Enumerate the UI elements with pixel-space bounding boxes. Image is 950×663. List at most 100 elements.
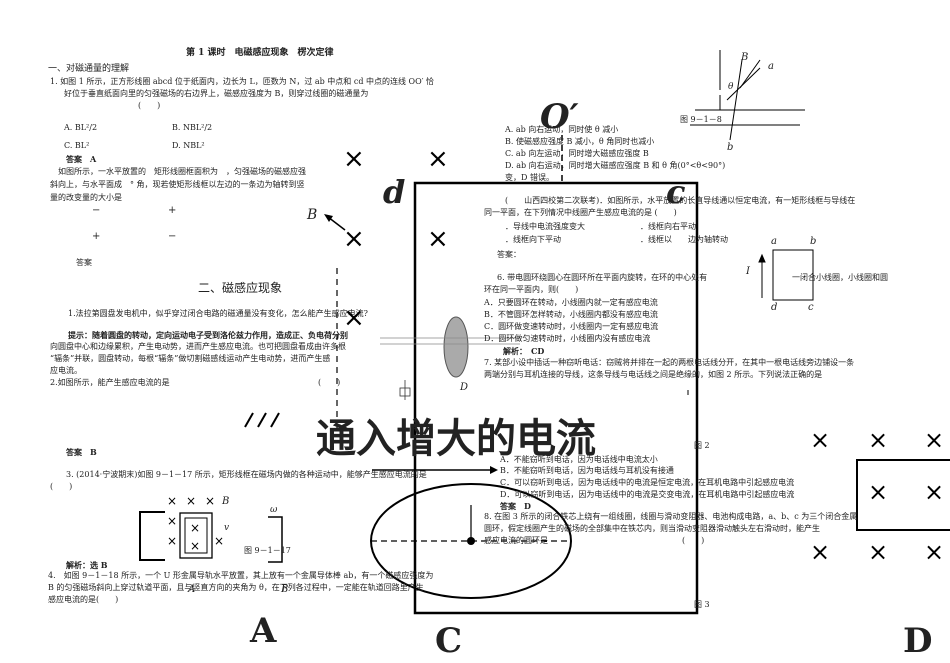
- rails-label-b-lower: b: [727, 142, 734, 153]
- q8-line2: 环在同一平面内，则( ): [484, 285, 579, 294]
- q8-side-text: 一闭合小线圈，小线圈和圆: [792, 273, 888, 282]
- wire-loop-figure: [758, 249, 814, 301]
- disc-generator: [443, 316, 469, 378]
- q2-minus-2: −: [168, 231, 177, 242]
- q1-option-c: C. BL²: [64, 141, 90, 150]
- q6-line3: 感应电流的是( ): [48, 595, 119, 604]
- q1-option-b: B. NBL²/2: [172, 123, 213, 132]
- b-arrowhead: [324, 214, 333, 222]
- q5-line1: 3. (2014·宁波期末)如图 9－1－17 所示，矩形线框在磁场内做的各种运…: [66, 470, 427, 479]
- hint-line4: 应电流。: [50, 366, 82, 375]
- q6-solution: 变，D 错误。: [505, 173, 554, 182]
- section1-heading: 一、对磁通量的理解: [48, 64, 130, 74]
- label-o-prime: O′: [540, 97, 579, 137]
- fig918-caption: 图 9－1－8: [680, 115, 722, 124]
- q8-option-b: B．不管圆环怎样转动，小线圈内都没有感应电流: [484, 310, 658, 319]
- loop-label-a: a: [771, 236, 777, 247]
- hint-line1: 提示：随着圆盘的转动，定向运动电子受到洛伦兹力作用，造成正、负电荷分别: [68, 330, 348, 340]
- cross-mark: ×: [343, 224, 365, 254]
- q7-option-b: ．线框向右平动: [640, 222, 696, 231]
- fig917-label-v: v: [224, 523, 230, 533]
- q1-answer: 答案 A: [66, 154, 97, 164]
- q7-option-d: ．线框以 边为轴转动: [640, 235, 728, 244]
- q2-minus-1: −: [92, 205, 101, 216]
- hint-line3: “辐条”并联，圆盘转动，每根“辐条”做切割磁感线运动产生电动势，进而产生感: [50, 354, 331, 363]
- ground-hatch: [244, 412, 280, 428]
- loop-label-b: b: [810, 236, 817, 247]
- cross-mark: ×: [214, 534, 225, 548]
- q1-option-a: A. BL²/2: [64, 123, 98, 132]
- section2-heading: 二、磁感应现象: [198, 281, 283, 295]
- disc-label-d: D: [460, 382, 469, 393]
- loop-label-d: d: [771, 302, 778, 313]
- fig917-label-a: A: [188, 584, 196, 595]
- hint-line2: 向圆盘中心和边缘累积，产生电动势，进而产生感应电流。也可把圆盘看成由许多根: [50, 342, 346, 351]
- banner-arrowhead: [490, 466, 498, 474]
- q8-option-a: A．只要圆环在转动，小线圈内就一定有感应电流: [484, 298, 658, 307]
- q1-option-d: D. NBL²: [172, 141, 205, 150]
- cross-mark: ×: [190, 539, 201, 553]
- q10-line3: 感应电流的圆环是: [484, 536, 548, 545]
- fig2-caption: 图 2: [694, 441, 710, 450]
- q9-line2: 两端分别与耳机连接的导线，这条导线与电话线之间是绝缘的，如图 2 所示。下列说法…: [484, 370, 823, 379]
- q8-option-c: C．圆环做变速转动时，小线圈内一定有感应电流: [484, 322, 659, 331]
- q7-line1: ( 山西四校第二次联考)．如图所示，水平放置的长直导线通以恒定电流，有一矩形线框…: [505, 196, 856, 205]
- q2-line3: 量的改变量的大小是: [50, 193, 122, 202]
- cross-mark: ×: [186, 494, 197, 508]
- q6-option-d: D. ab 向右运动，同时增大磁感应强度 B 和 θ 角(0°<θ<90°): [505, 161, 726, 170]
- q6-option-a: A. ab 向右运动，同时使 θ 减小: [505, 125, 619, 134]
- q2-plus-1: +: [168, 205, 177, 216]
- cross-mark: ×: [868, 478, 889, 506]
- q8-answer: 解析： CD: [503, 346, 545, 356]
- cross-mark: ×: [167, 494, 178, 508]
- cross-mark: ×: [427, 144, 449, 174]
- q1-line1: 1. 如图 1 所示，正方形线圈 abcd 位于纸面内，边长为 L，匝数为 N，…: [50, 77, 435, 86]
- cross-mark: ×: [427, 224, 449, 254]
- option-d-frame: [856, 459, 950, 531]
- q2-answer: 答案: [76, 258, 92, 267]
- cross-mark: ×: [343, 144, 365, 174]
- q4-text: 2.如图所示，能产生感应电流的是: [50, 378, 170, 387]
- q2-plus-2: +: [92, 231, 101, 242]
- q10-line1: 8. 在图 3 所示的闭合铁芯上绕有一组线圈，线圈与滑动变阻器、电池构成电路，a…: [484, 512, 858, 521]
- q9-answer: 答案 D: [500, 501, 531, 511]
- cross-mark: ×: [167, 514, 178, 528]
- cross-mark: ×: [868, 426, 889, 454]
- q9-option-c: C．可以窃听到电话，因为电话线中的电流是恒定电流，在耳机电路中引起感应电流: [500, 478, 795, 487]
- q4-paren: ( ): [318, 378, 341, 387]
- q9-option-a: A．不能窃听到电话，因为电话线中电流太小: [500, 455, 658, 464]
- q2-line2: 斜向上，与水平面成 ° 角，现若使矩形线框以左边的一条边为轴转到竖: [50, 180, 305, 189]
- q4-answer: 答案 B: [66, 447, 97, 457]
- q1-paren: ( ): [138, 101, 161, 110]
- rails-label-b: B: [741, 52, 749, 63]
- q6-line1: 4. 如图 9－1－18 所示，一个 U 形金属导轨水平放置，其上放有一个金属导…: [48, 571, 434, 580]
- fig917-label-omega: ω: [270, 505, 278, 515]
- q8-option-d: D．圆环做匀速转动时，小线圈内没有感应电流: [484, 334, 651, 343]
- fig917-label-b: B: [222, 496, 230, 507]
- option-label-a: A: [250, 611, 277, 651]
- disc-meter: [399, 387, 411, 397]
- fig917-label-b-bottom: B: [281, 584, 289, 595]
- q7-option-c: ．线框向下平动: [505, 235, 561, 244]
- fig917-caption: 图 9－1－17: [244, 546, 291, 555]
- cross-mark: ×: [167, 534, 178, 548]
- q9-option-d: D．可以窃听到电话，因为电话线中的电流是交变电流，在耳机电路中引起感应电流: [500, 490, 795, 499]
- rails-label-theta: θ: [728, 82, 734, 92]
- cross-mark: ×: [343, 303, 365, 333]
- cross-mark: ×: [924, 538, 945, 566]
- q7-answer: 答案：: [497, 250, 521, 259]
- cross-mark: ×: [205, 494, 216, 508]
- rails-figure: [690, 50, 805, 141]
- option-label-d: D: [903, 621, 933, 661]
- q1-line2: 好位于垂直纸面向里的匀强磁场的右边界上，磁感应强度为 B，则穿过线圈的磁通量为: [64, 89, 369, 98]
- cross-mark: ×: [810, 426, 831, 454]
- cross-mark: ×: [924, 426, 945, 454]
- cross-mark: ×: [810, 538, 831, 566]
- q7-option-a: ．导线中电流强度变大: [505, 222, 585, 231]
- label-d: d: [383, 173, 406, 211]
- q8-line1: 6. 带电圆环绕圆心在圆环所在平面内旋转，在环的中心处有: [497, 273, 708, 282]
- q7-line2: 同一平面，在下列情况中线圈产生感应电流的是 ( ): [484, 208, 677, 217]
- option-label-c: C: [435, 621, 463, 661]
- cross-mark: ×: [924, 478, 945, 506]
